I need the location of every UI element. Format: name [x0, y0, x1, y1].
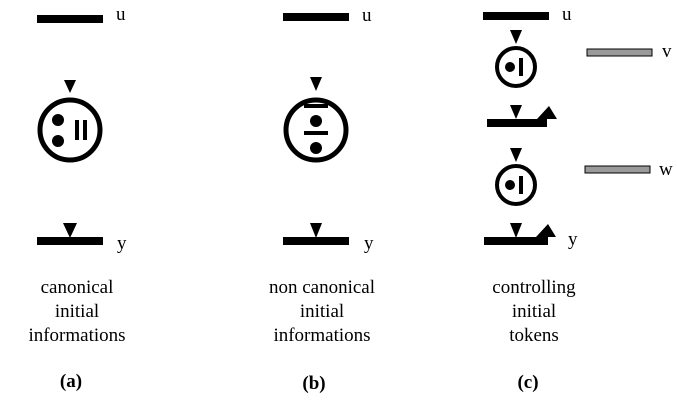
place-bar: [487, 119, 547, 127]
panel-c: u v w y controlling initial tokens (c): [483, 4, 673, 393]
panel-b: u y non canonical initial informations (…: [269, 5, 375, 394]
control-triangle-icon: [536, 224, 556, 237]
place-u-label: u: [562, 4, 572, 25]
caption-line: informations: [28, 325, 125, 346]
control-w-bar: [584, 165, 651, 174]
control-triangle-icon: [537, 106, 557, 119]
transition-circle: [495, 164, 537, 206]
token-bar: [519, 58, 523, 76]
input-arrow-icon: [310, 77, 322, 91]
input-arrow-icon: [510, 105, 522, 119]
token-dot: [52, 135, 64, 147]
token-bar: [75, 120, 79, 140]
place-u-label: u: [362, 5, 372, 26]
place-y-label: y: [364, 233, 374, 254]
place-y-bar: [283, 237, 349, 245]
token-dot: [505, 180, 515, 190]
place-u-bar: [37, 15, 103, 23]
caption-line: tokens: [509, 325, 559, 346]
caption-line: informations: [273, 325, 370, 346]
place-u-label: u: [116, 4, 126, 25]
transition-circle: [37, 97, 103, 163]
panel-tag: (b): [302, 373, 325, 394]
token-bar: [519, 176, 523, 194]
token-bar: [304, 104, 328, 108]
token-dot: [310, 142, 322, 154]
place-y-label: y: [117, 233, 127, 254]
input-arrow-icon: [510, 148, 522, 162]
place-v-label: v: [662, 41, 672, 62]
transition-circle: [495, 46, 537, 88]
caption-line: canonical: [41, 277, 114, 298]
place-y-bar: [37, 237, 103, 245]
control-v-bar: [586, 48, 653, 57]
panel-tag: (c): [517, 372, 538, 393]
token-dot: [310, 115, 322, 127]
place-y-label: y: [568, 229, 578, 250]
token-bar: [83, 120, 87, 140]
caption-line: initial: [55, 301, 99, 322]
caption-line: initial: [512, 301, 556, 322]
caption-line: initial: [300, 301, 344, 322]
input-arrow-icon: [63, 223, 77, 238]
token-bar: [304, 131, 328, 135]
place-u-bar: [283, 13, 349, 21]
input-arrow-icon: [510, 223, 522, 238]
caption-line: non canonical: [269, 277, 375, 298]
token-dot: [505, 62, 515, 72]
place-w-label: w: [659, 159, 673, 180]
input-arrow-icon: [64, 80, 76, 93]
input-arrow-icon: [510, 30, 522, 44]
input-arrow-icon: [310, 223, 322, 238]
panel-a: u y canonical initial informations (a): [28, 4, 127, 392]
panel-tag: (a): [60, 371, 82, 392]
transition-circle: [283, 97, 349, 163]
token-dot: [52, 114, 64, 126]
place-u-bar: [483, 12, 549, 20]
place-y-bar: [484, 237, 548, 245]
caption-line: controlling: [492, 277, 576, 298]
